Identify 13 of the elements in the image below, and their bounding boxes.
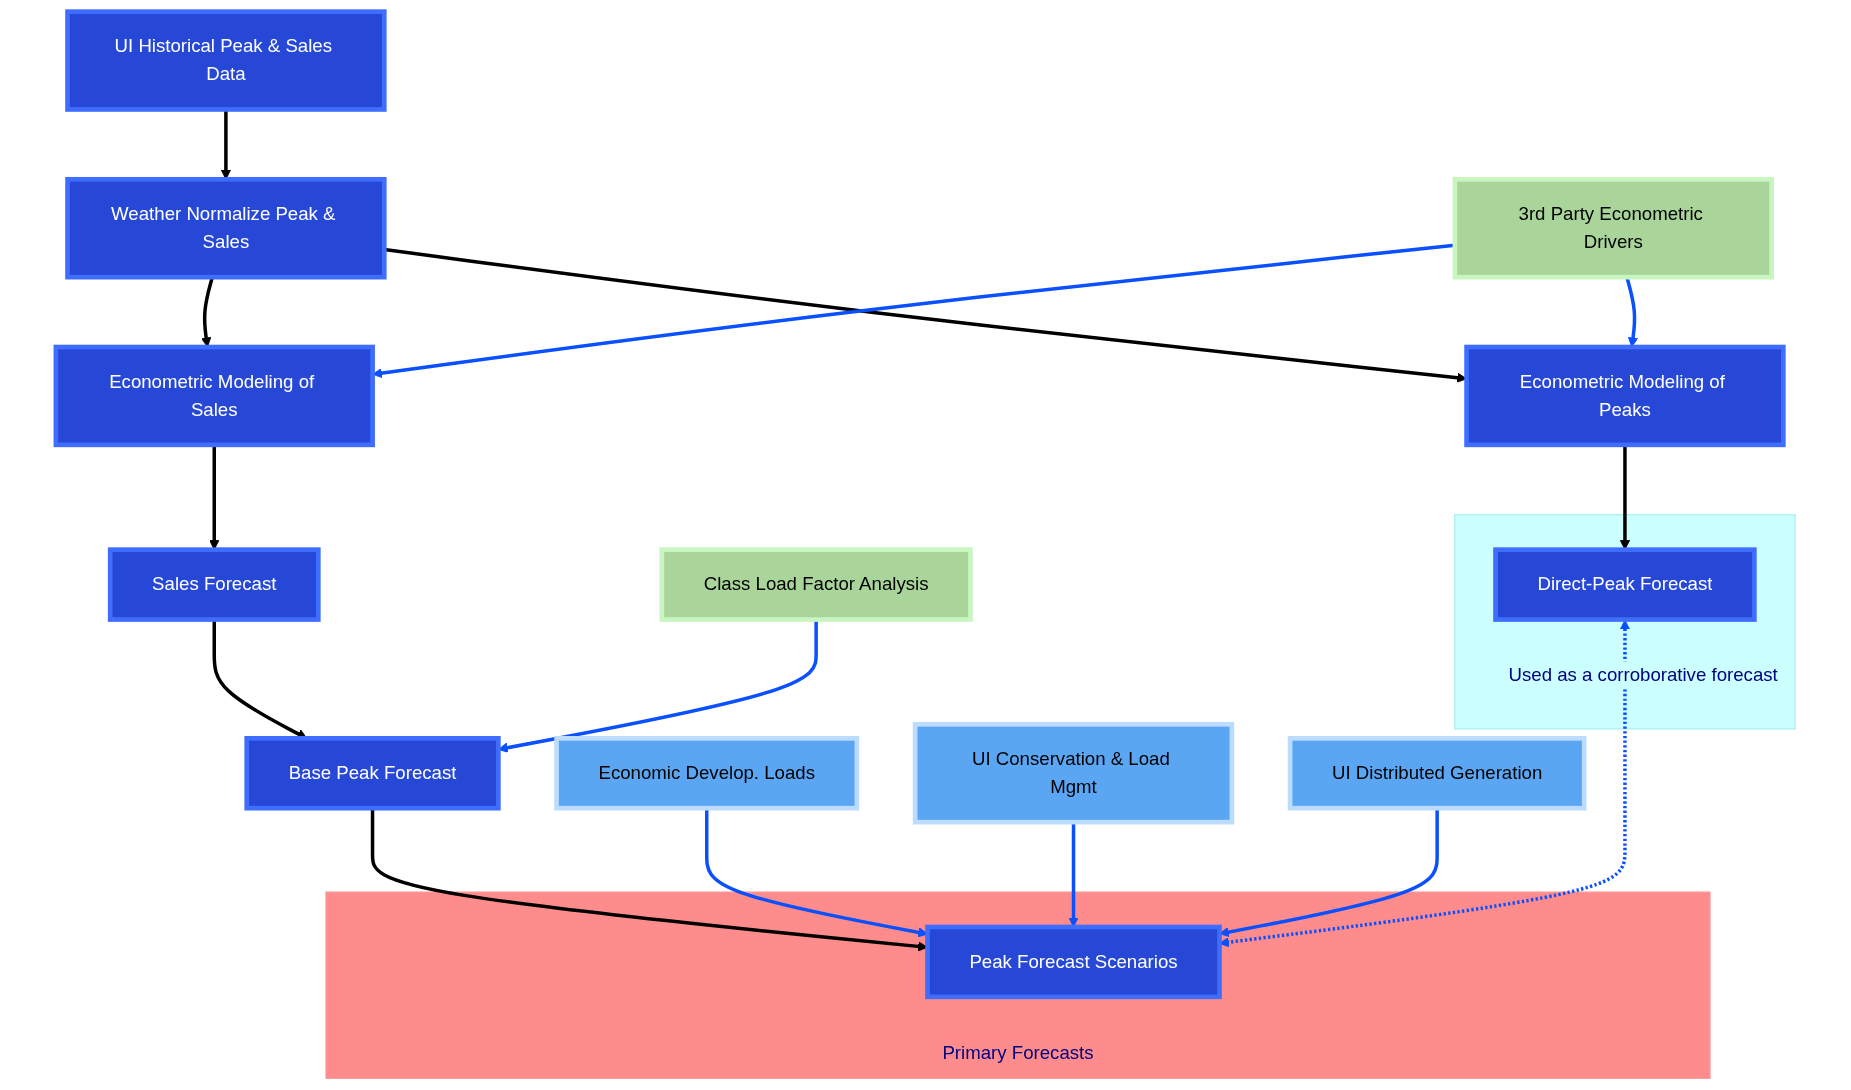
- node-box: Base Peak Forecast: [244, 735, 501, 811]
- node-box: Econometric Modeling of Peaks: [1464, 344, 1786, 448]
- node-box: Class Load Factor Analysis: [659, 547, 973, 622]
- node-box: UI Historical Peak & Sales Data: [65, 9, 387, 112]
- node-box: Direct-Peak Forecast: [1493, 547, 1757, 622]
- node-box: Econometric Modeling of Sales: [53, 344, 375, 448]
- node-box: Weather Normalize Peak & Sales: [65, 177, 387, 280]
- node-box: UI Distributed Generation: [1287, 735, 1587, 811]
- node-box: 3rd Party Econometric Drivers: [1452, 177, 1774, 280]
- node-box: UI Conservation & Load Mgmt: [912, 722, 1235, 825]
- node-box: Sales Forecast: [107, 547, 321, 622]
- node-box: Peak Forecast Scenarios: [925, 924, 1222, 1000]
- node-box: Economic Develop. Loads: [554, 735, 860, 811]
